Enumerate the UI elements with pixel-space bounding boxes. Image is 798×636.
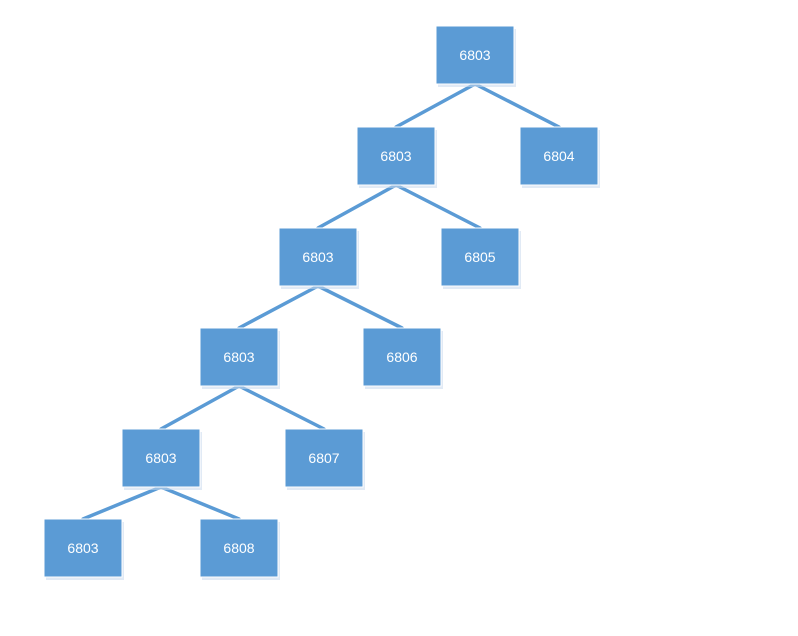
edge-n3-n6 — [316, 284, 404, 330]
node-label: 6804 — [543, 148, 574, 164]
node-label: 6803 — [380, 148, 411, 164]
node-box — [43, 518, 123, 578]
node-box — [199, 518, 279, 578]
edges-layer — [81, 82, 561, 521]
node-box — [362, 327, 442, 387]
edge-n3-n5 — [237, 284, 320, 330]
node-label: 6807 — [308, 450, 339, 466]
tree-node-n1: 6803 — [356, 126, 437, 188]
node-label: 6803 — [223, 349, 254, 365]
tree-node-n10: 6808 — [199, 518, 280, 580]
node-box — [519, 126, 599, 186]
edge-n1-n4 — [394, 183, 482, 230]
edge-n7-n10 — [159, 485, 241, 521]
tree-node-n2: 6804 — [519, 126, 600, 188]
node-label: 6803 — [145, 450, 176, 466]
node-box — [278, 227, 358, 287]
tree-node-n4: 6805 — [440, 227, 521, 289]
node-box — [284, 428, 364, 488]
edge-n7-n9 — [81, 485, 163, 521]
node-label: 6803 — [459, 47, 490, 63]
node-label: 6803 — [67, 540, 98, 556]
tree-node-n5: 6803 — [199, 327, 280, 389]
tree-node-n7: 6803 — [121, 428, 202, 490]
edge-n0-n1 — [394, 82, 477, 129]
tree-node-n6: 6806 — [362, 327, 443, 389]
edge-n1-n3 — [316, 183, 398, 230]
tree-node-n8: 6807 — [284, 428, 365, 490]
nodes-layer: 6803 6803 6804 6803 6805 6803 6806 6803 6807 6803… — [43, 25, 600, 580]
tree-node-n3: 6803 — [278, 227, 359, 289]
node-label: 6808 — [223, 540, 254, 556]
tree-node-n0: 6803 — [435, 25, 516, 87]
edge-n5-n7 — [159, 384, 241, 431]
node-label: 6803 — [302, 249, 333, 265]
node-label: 6806 — [386, 349, 417, 365]
node-box — [435, 25, 515, 85]
node-box — [199, 327, 279, 387]
node-label: 6805 — [464, 249, 495, 265]
node-box — [356, 126, 436, 186]
node-box — [440, 227, 520, 287]
node-box — [121, 428, 201, 488]
edge-n5-n8 — [237, 384, 326, 431]
tree-node-n9: 6803 — [43, 518, 124, 580]
edge-n0-n2 — [473, 82, 561, 129]
